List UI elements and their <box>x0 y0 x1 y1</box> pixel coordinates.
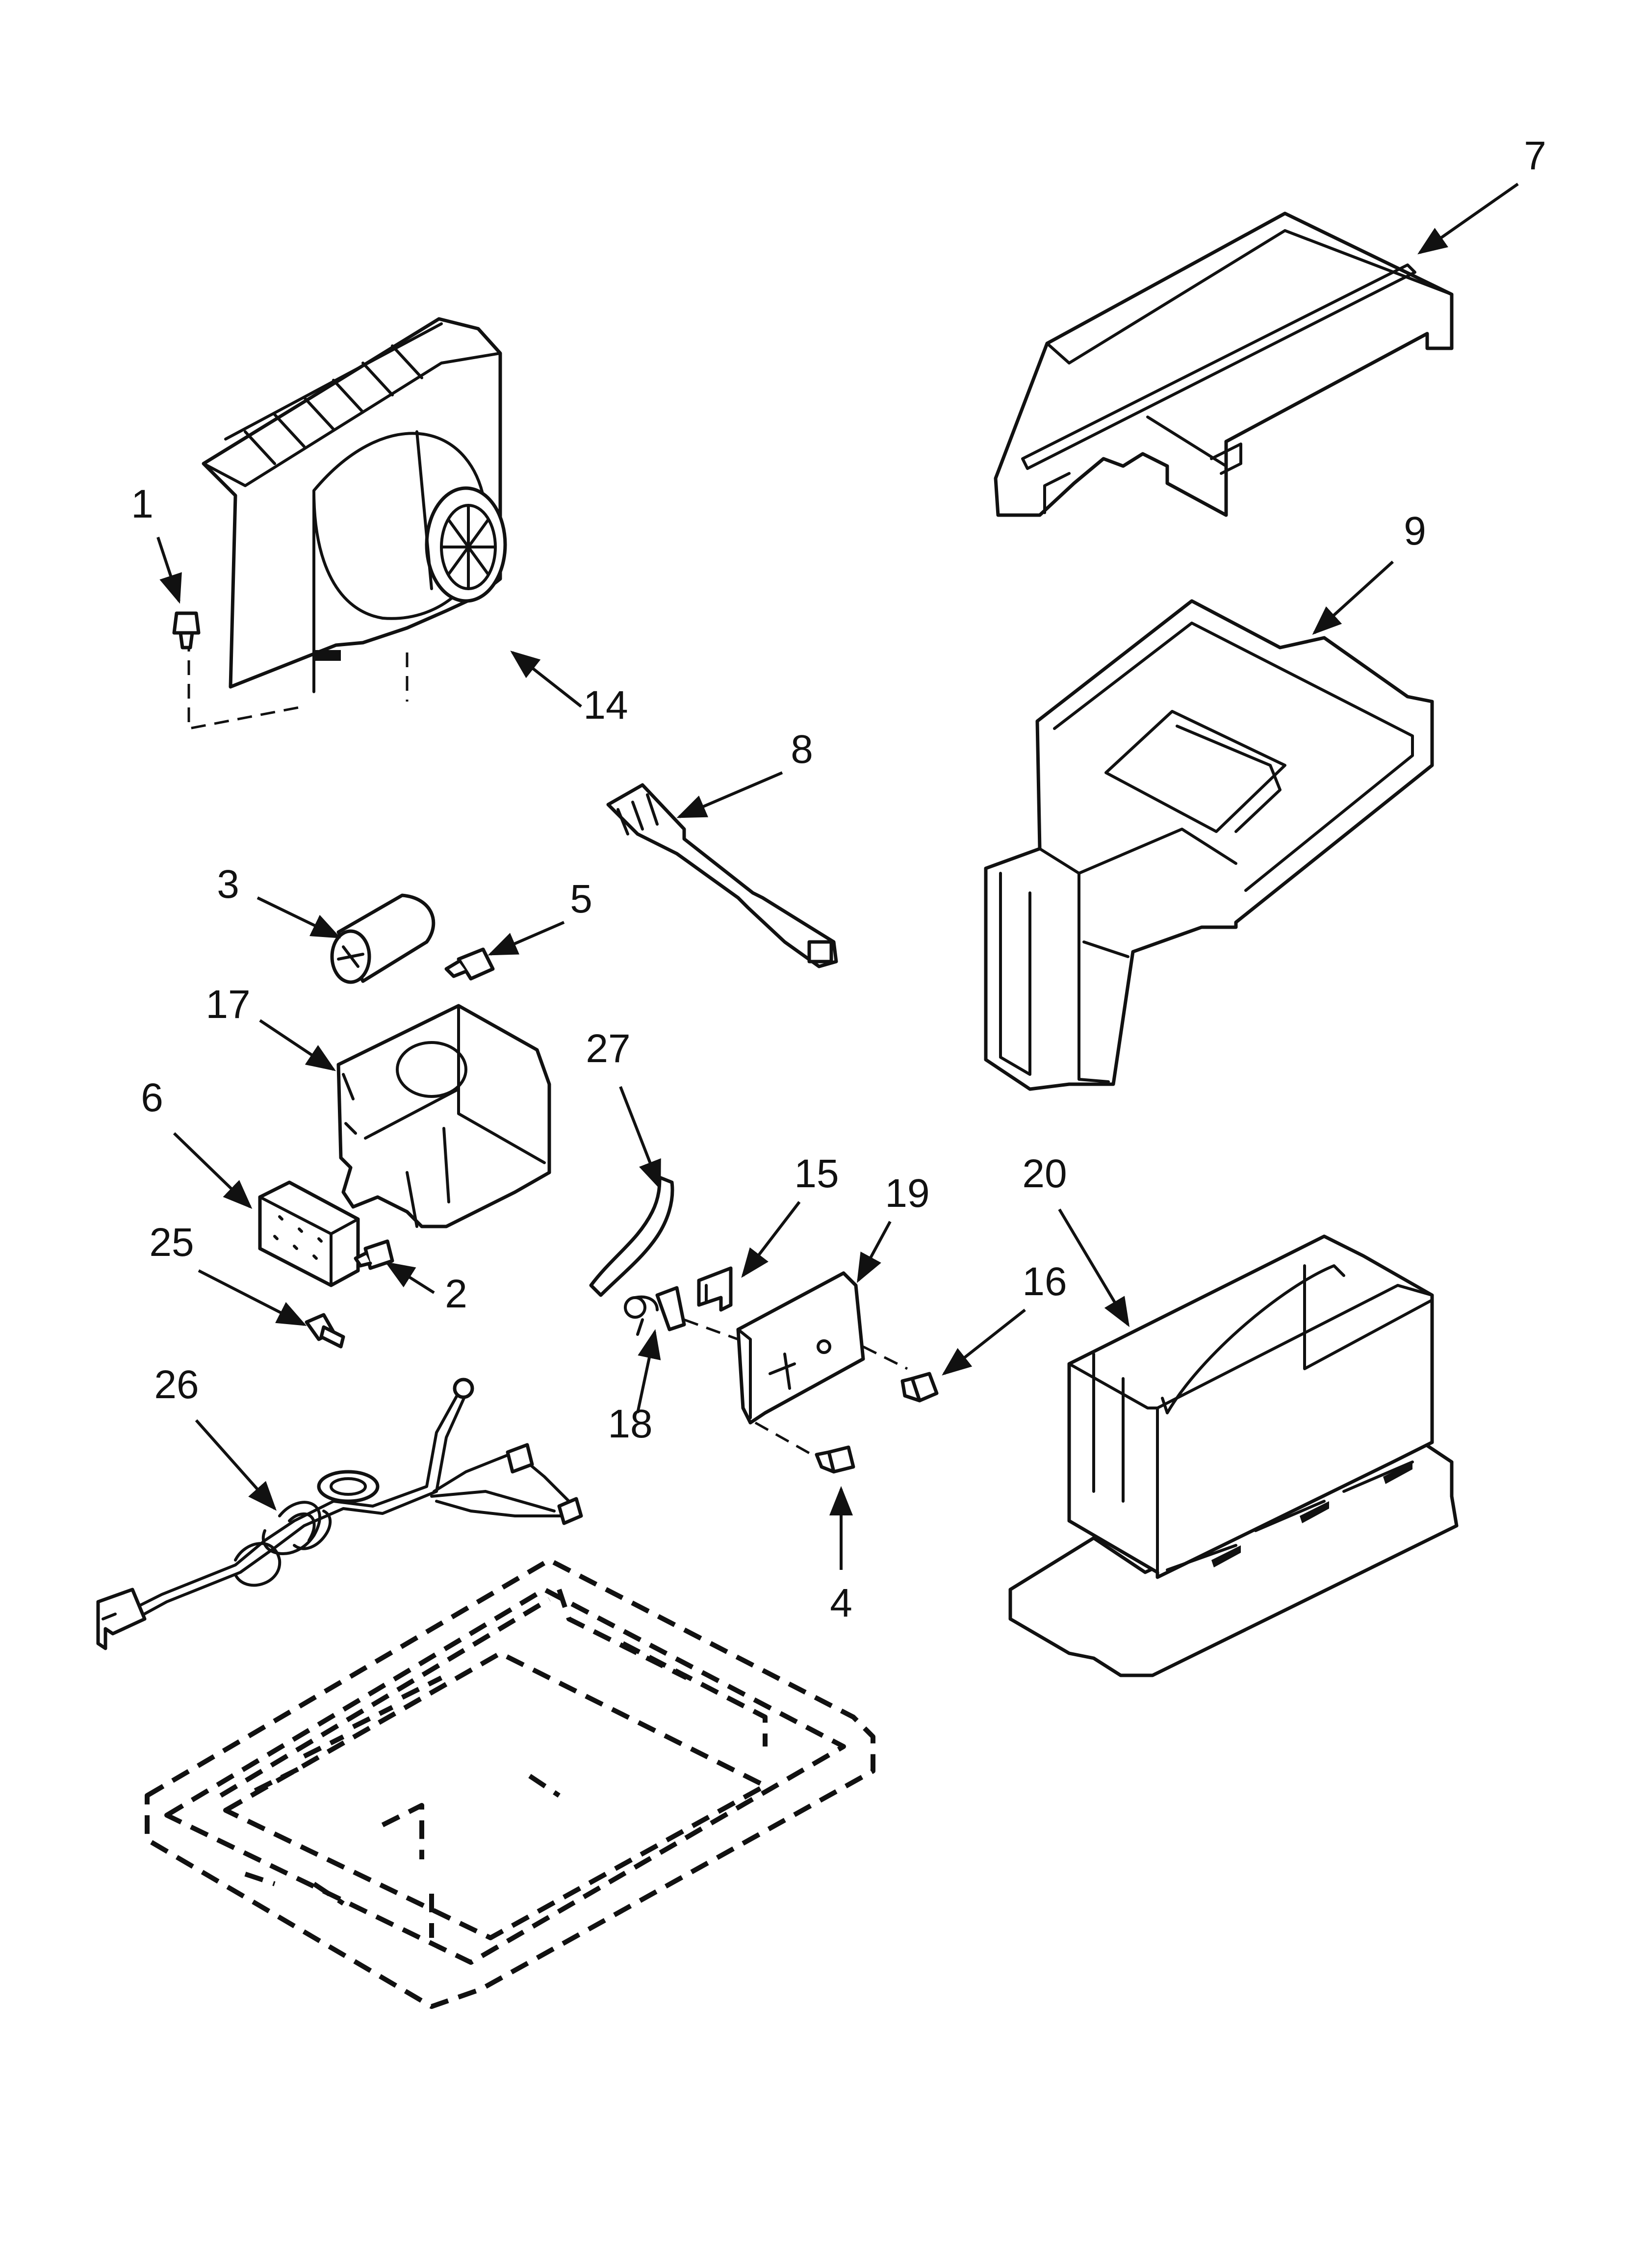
callout-leader-6 <box>173 1132 253 1209</box>
callout-label-20: 20 <box>1022 1151 1067 1196</box>
part-18-switch <box>624 1286 686 1336</box>
part-14-fan-housing <box>202 317 507 693</box>
part-1-screw <box>172 611 201 650</box>
callout-label-27: 27 <box>586 1026 630 1071</box>
callout-leader-9 <box>1312 560 1394 635</box>
callout-leader-8 <box>676 771 783 818</box>
callout-leader-26 <box>195 1419 277 1511</box>
callout-label-26: 26 <box>154 1362 199 1407</box>
part-4-screw <box>815 1445 855 1474</box>
callout-leader-18 <box>636 1329 661 1413</box>
part-6-foam-block <box>258 1180 360 1287</box>
callout-label-3: 3 <box>217 862 239 907</box>
callout-leader-16 <box>942 1308 1026 1376</box>
part-2-screw <box>354 1239 394 1270</box>
callout-leader-20 <box>1058 1208 1130 1328</box>
callout-leader-7 <box>1417 182 1519 255</box>
part-17-control-bracket <box>336 1004 551 1228</box>
callout-label-17: 17 <box>205 982 250 1027</box>
part-26-power-cord <box>96 1378 583 1650</box>
callout-label-8: 8 <box>791 727 813 772</box>
callout-leader-27 <box>619 1086 661 1190</box>
part-9-ice-bin-housing <box>984 599 1434 1091</box>
part-15-switch-clip <box>697 1266 733 1312</box>
callout-leader-19 <box>857 1221 892 1283</box>
callout-label-4: 4 <box>830 1581 852 1625</box>
callout-label-14: 14 <box>583 683 628 728</box>
callout-label-15: 15 <box>794 1151 839 1196</box>
callout-leader-25 <box>198 1269 307 1326</box>
callout-layer: 1 2 3 4 5 6 7 8 9 14 15 16 17 18 19 20 25 26 27 <box>131 133 1546 1625</box>
callout-label-1: 1 <box>131 482 154 526</box>
callout-label-16: 16 <box>1022 1259 1067 1304</box>
callout-label-18: 18 <box>608 1402 652 1446</box>
callout-leader-2 <box>385 1261 435 1294</box>
callout-label-7: 7 <box>1524 133 1546 178</box>
part-25-screw <box>305 1313 345 1349</box>
callout-label-9: 9 <box>1404 509 1426 553</box>
part-3-capacitor <box>330 893 436 984</box>
callout-label-5: 5 <box>570 877 592 921</box>
part-16-screw <box>900 1372 939 1403</box>
callout-leader-15 <box>741 1201 801 1278</box>
callout-leader-5 <box>487 921 565 956</box>
part-27-tube <box>589 1175 674 1297</box>
callout-label-25: 25 <box>149 1220 194 1265</box>
part-7-top-cover <box>994 211 1454 517</box>
base-chassis-outline <box>145 1558 875 2009</box>
part-19-control-plate <box>684 1271 908 1468</box>
callout-label-19: 19 <box>885 1171 929 1216</box>
callout-label-2: 2 <box>445 1272 467 1316</box>
callout-label-6: 6 <box>141 1075 163 1120</box>
callout-leader-1 <box>156 537 182 604</box>
part-5-screw <box>444 947 495 981</box>
assembly-line-1 <box>187 613 305 730</box>
part-20-base-pan <box>1008 1234 1459 1677</box>
callout-leader-14 <box>510 651 582 708</box>
callout-leader-3 <box>257 896 341 938</box>
callout-leader-17 <box>259 1019 336 1071</box>
part-8-lever-arm <box>606 783 838 968</box>
